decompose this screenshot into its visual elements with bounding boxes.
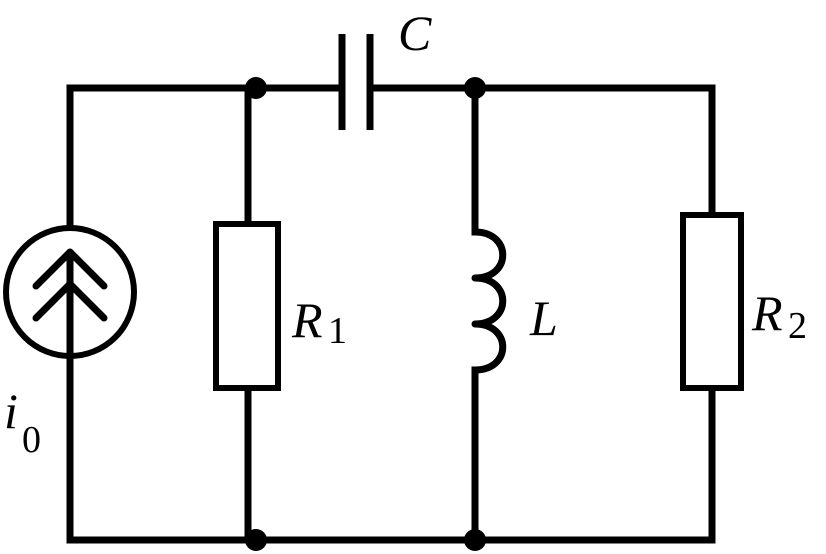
- junction-dot: [464, 77, 486, 99]
- wire-top-right: [368, 84, 716, 219]
- source-subscript: 0: [22, 419, 41, 461]
- source-label: i: [4, 383, 18, 439]
- junction-dot: [245, 77, 267, 99]
- resistor1-label: R: [291, 292, 323, 348]
- resistor1-subscript: 1: [328, 310, 347, 352]
- resistor-r1: [213, 221, 281, 391]
- junction-dot: [464, 529, 486, 551]
- current-arrow-icon: [32, 248, 108, 290]
- resistor-r2: [680, 212, 744, 391]
- capacitor: [338, 34, 374, 130]
- wires: [66, 84, 716, 544]
- wire-top-left: [66, 84, 344, 232]
- junctions: [245, 77, 486, 551]
- current-source: [3, 225, 137, 360]
- inductor-coil: [471, 228, 507, 374]
- current-arrow-icon-2: [32, 280, 108, 322]
- resistor2-subscript: 2: [788, 305, 807, 347]
- junction-dot: [245, 529, 267, 551]
- inductor-label: L: [529, 290, 558, 346]
- resistor2-label: R: [751, 285, 783, 341]
- wire-bottom: [66, 352, 716, 544]
- labels: C R 1 L R 2 i 0: [4, 5, 807, 461]
- capacitor-label: C: [398, 5, 432, 61]
